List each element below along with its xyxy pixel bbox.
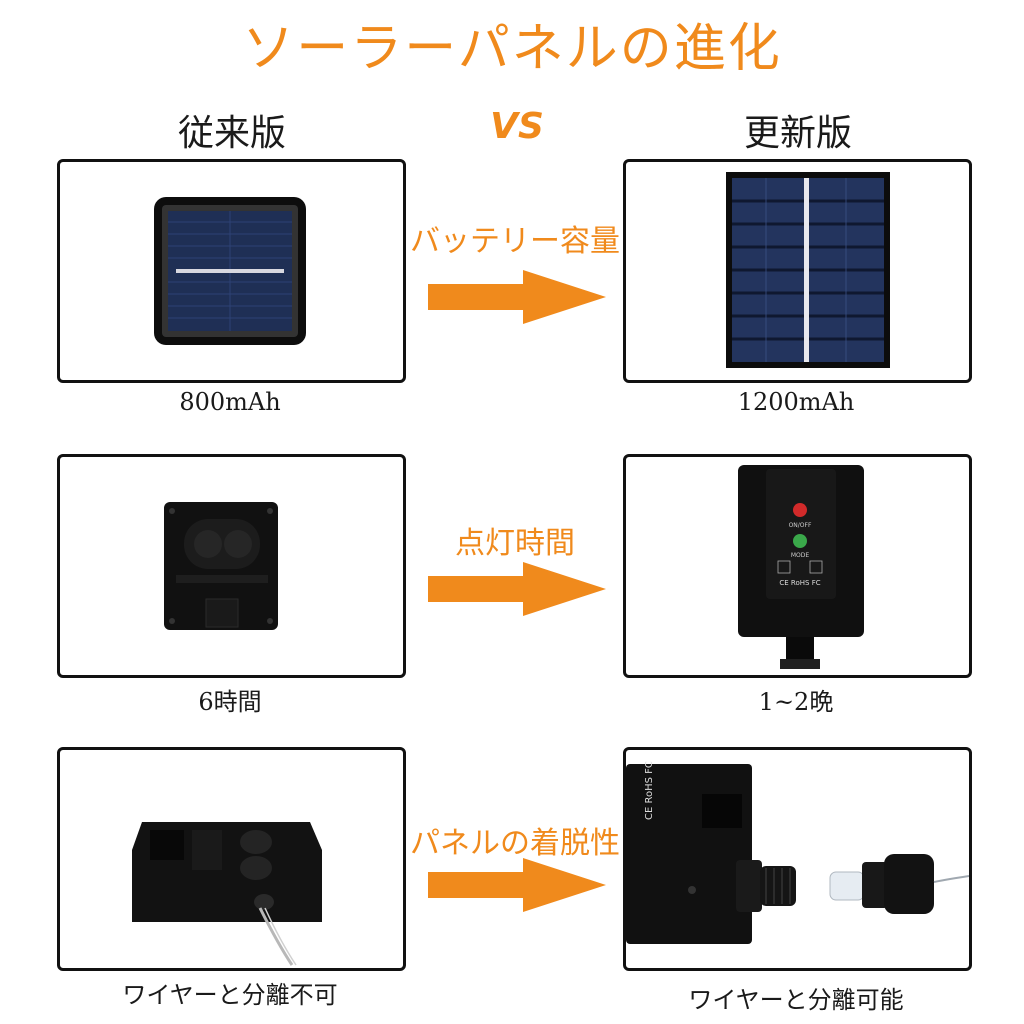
old-control-box-image xyxy=(164,502,278,630)
new-detach-caption: ワイヤーと分離可能 xyxy=(688,986,904,1014)
mode-icon xyxy=(793,534,807,548)
old-wired-box-frame xyxy=(57,747,406,971)
old-lighting-caption: 6時間 xyxy=(198,688,262,716)
old-version-heading: 従来版 xyxy=(177,113,286,154)
new-detachable-box-frame: CE RoHS FC xyxy=(623,747,972,971)
page-title: ソーラーパネルの進化 xyxy=(242,19,782,79)
cert-label: CE RoHS FC xyxy=(779,579,820,587)
power-icon xyxy=(793,503,807,517)
vs-label: VS xyxy=(490,106,544,147)
new-lighting-caption: 1~2晩 xyxy=(758,688,834,716)
new-control-box-frame: ON/OFF MODE CE RoHS FC xyxy=(623,454,972,678)
new-solar-panel-image xyxy=(726,172,890,368)
arrow-right-icon xyxy=(428,270,606,324)
feature-battery-capacity: バッテリー容量 xyxy=(410,224,620,259)
arrow-right-icon xyxy=(428,562,606,616)
new-detachable-box-image: CE RoHS FC xyxy=(626,761,969,944)
feature-lighting-time: 点灯時間 xyxy=(455,526,575,561)
old-solar-panel-frame xyxy=(57,159,406,383)
old-wired-box-image xyxy=(132,822,322,966)
old-solar-panel-image xyxy=(154,197,306,345)
feature-detachability: パネルの着脱性 xyxy=(410,826,620,861)
new-solar-panel-frame xyxy=(623,159,972,383)
old-control-box-frame xyxy=(57,454,406,678)
new-battery-caption: 1200mAh xyxy=(737,388,855,416)
new-control-box-image: ON/OFF MODE CE RoHS FC xyxy=(738,465,864,669)
arrow-right-icon xyxy=(428,858,606,912)
new-version-heading: 更新版 xyxy=(743,113,852,154)
switch-label: ON/OFF xyxy=(789,522,812,529)
mode-label: MODE xyxy=(791,552,810,559)
old-battery-caption: 800mAh xyxy=(179,388,281,416)
old-detach-caption: ワイヤーと分離不可 xyxy=(122,981,338,1009)
cert-label: CE RoHS FC xyxy=(644,761,655,820)
